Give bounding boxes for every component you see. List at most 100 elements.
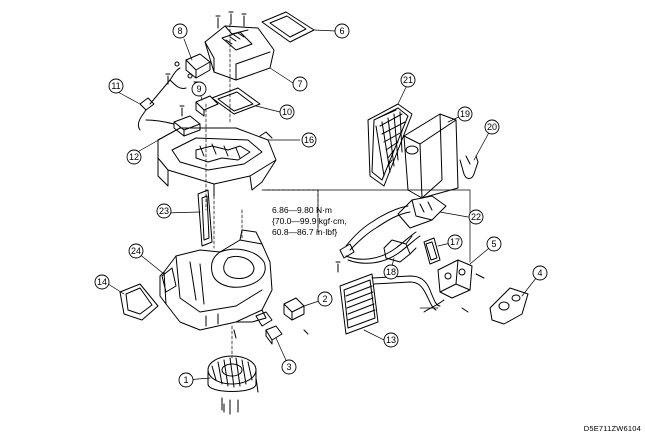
motor-connector bbox=[255, 311, 273, 327]
callout-number: 10 bbox=[282, 107, 292, 117]
callout-number: 23 bbox=[159, 206, 169, 216]
callout-7: 7 bbox=[292, 76, 308, 92]
callout-21: 21 bbox=[400, 72, 416, 88]
callout-number: 24 bbox=[131, 246, 141, 256]
lower-blower-housing bbox=[159, 229, 273, 331]
part-7-upper-housing bbox=[204, 25, 275, 81]
callout-circle bbox=[400, 72, 416, 88]
callout-circle bbox=[486, 236, 502, 252]
callout-17: 17 bbox=[447, 234, 463, 250]
callout-4: 4 bbox=[532, 265, 548, 281]
torque-spec-nm: 6.86—9.80 N·m bbox=[272, 205, 332, 215]
callout-5: 5 bbox=[486, 236, 502, 252]
torque-spec-inlbf: 60.8—86.7 in·lbf} bbox=[272, 227, 338, 237]
torque-spec: 6.86—9.80 N·m {70.0—99.9 kgf·cm, 60.8—86… bbox=[272, 205, 347, 238]
callout-number: 13 bbox=[386, 335, 396, 345]
callout-circle bbox=[108, 78, 124, 94]
part-11-harness bbox=[137, 67, 187, 131]
callout-number: 18 bbox=[386, 267, 396, 277]
callout-circle bbox=[457, 106, 473, 122]
callout-circle bbox=[279, 104, 295, 120]
callout-9: 9 bbox=[191, 81, 207, 97]
part-13-heater-core bbox=[339, 273, 441, 335]
callout-number: 8 bbox=[177, 26, 182, 36]
callout-circle bbox=[191, 81, 207, 97]
callout-6: 6 bbox=[334, 23, 350, 39]
part-6-gasket bbox=[261, 11, 315, 43]
callout-number: 5 bbox=[491, 239, 496, 249]
callout-circle bbox=[301, 132, 317, 148]
part-21-filter bbox=[367, 103, 413, 187]
part-10-frame bbox=[211, 87, 261, 115]
callout-13: 13 bbox=[383, 332, 399, 348]
callout-20: 20 bbox=[484, 119, 500, 135]
callout-circle bbox=[178, 372, 194, 388]
callout-number: 11 bbox=[111, 81, 120, 91]
callout-circle bbox=[334, 23, 350, 39]
part-9-small-actuator bbox=[195, 95, 219, 117]
callout-10: 10 bbox=[279, 104, 295, 120]
callout-number: 17 bbox=[450, 237, 460, 247]
callout-number: 9 bbox=[196, 84, 201, 94]
callout-11: 11 bbox=[108, 78, 124, 94]
callout-number: 12 bbox=[129, 152, 139, 162]
part-12-module bbox=[145, 115, 201, 137]
part-1-blower-motor bbox=[207, 329, 259, 415]
part-3-fitting bbox=[265, 325, 283, 345]
part-14-gasket bbox=[119, 283, 159, 321]
callout-circle bbox=[126, 149, 142, 165]
callout-22: 22 bbox=[468, 209, 484, 225]
assembly-frame bbox=[263, 189, 471, 309]
callout-circle bbox=[447, 234, 463, 250]
callout-number: 22 bbox=[471, 212, 481, 222]
part-19-evaporator bbox=[403, 113, 459, 199]
part-8-actuator bbox=[174, 53, 211, 79]
callout-number: 20 bbox=[487, 122, 497, 132]
callout-number: 4 bbox=[537, 268, 542, 278]
refrigerant-pipes bbox=[339, 205, 421, 264]
part-20-clip bbox=[459, 155, 479, 179]
callout-circle bbox=[128, 243, 144, 259]
callout-2: 2 bbox=[317, 291, 333, 307]
leader-lines bbox=[104, 29, 541, 381]
callout-8: 8 bbox=[172, 23, 188, 39]
callout-number: 19 bbox=[460, 109, 470, 119]
part-22-bracket bbox=[397, 195, 447, 229]
callout-18: 18 bbox=[383, 264, 399, 280]
part-4-pad bbox=[489, 287, 529, 325]
callout-24: 24 bbox=[128, 243, 144, 259]
part-17-block bbox=[423, 237, 441, 265]
callout-circle bbox=[172, 23, 188, 39]
callout-circle bbox=[484, 119, 500, 135]
callout-3: 3 bbox=[281, 359, 297, 375]
part-23-gasket-strip bbox=[197, 189, 213, 247]
callout-number: 3 bbox=[286, 362, 291, 372]
callout-19: 19 bbox=[457, 106, 473, 122]
figure-code: D5E711ZW6104 bbox=[583, 424, 641, 433]
callout-circle bbox=[383, 264, 399, 280]
callout-16: 16 bbox=[301, 132, 317, 148]
torque-spec-kgf: {70.0—99.9 kgf·cm, bbox=[272, 216, 347, 226]
part-16-case bbox=[157, 127, 277, 197]
callout-number: 1 bbox=[183, 375, 188, 385]
callout-circle bbox=[292, 76, 308, 92]
callout-23: 23 bbox=[156, 203, 172, 219]
callout-number: 7 bbox=[297, 79, 302, 89]
callout-circle bbox=[94, 274, 110, 290]
callout-circle bbox=[532, 265, 548, 281]
callout-number: 16 bbox=[304, 135, 314, 145]
part-2-resistor bbox=[283, 297, 309, 335]
callout-1: 1 bbox=[178, 372, 194, 388]
callout-12: 12 bbox=[126, 149, 142, 165]
callout-number: 2 bbox=[322, 294, 327, 304]
callout-circle bbox=[281, 359, 297, 375]
callout-number: 21 bbox=[403, 75, 413, 85]
callout-circle bbox=[468, 209, 484, 225]
callout-circle bbox=[317, 291, 333, 307]
callout-number: 6 bbox=[339, 26, 344, 36]
part-24-duct bbox=[161, 267, 177, 293]
callout-14: 14 bbox=[94, 274, 110, 290]
